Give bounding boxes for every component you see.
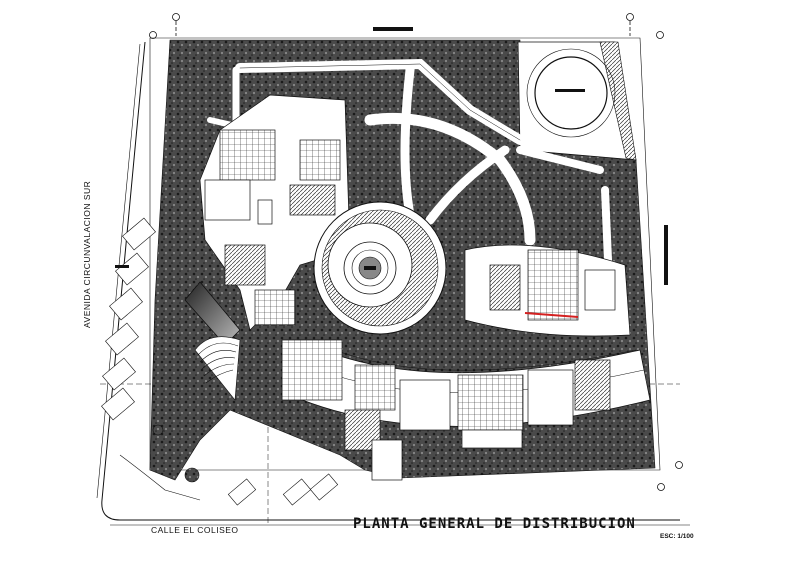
central-circular-plaza — [313, 201, 447, 335]
covered-roof-block — [184, 281, 241, 346]
walking-paths — [207, 58, 612, 264]
dimension-bars — [115, 27, 668, 285]
west-wing-building — [199, 94, 351, 331]
parking-stalls — [101, 217, 339, 506]
roundabout-plaza — [517, 41, 637, 161]
east-auditorium — [464, 244, 631, 337]
amphitheatre — [194, 336, 241, 401]
street-label-bottom: CALLE EL COLISEO — [151, 525, 239, 535]
drawing-scale: ESC: 1/100 — [660, 533, 694, 540]
south-curved-building — [281, 339, 651, 481]
drawing-title: PLANTA GENERAL DE DISTRIBUCION — [353, 516, 636, 532]
street-label-left: AVENIDA CIRCUNVALACION SUR — [82, 181, 92, 328]
entrance-plaza — [119, 424, 201, 501]
